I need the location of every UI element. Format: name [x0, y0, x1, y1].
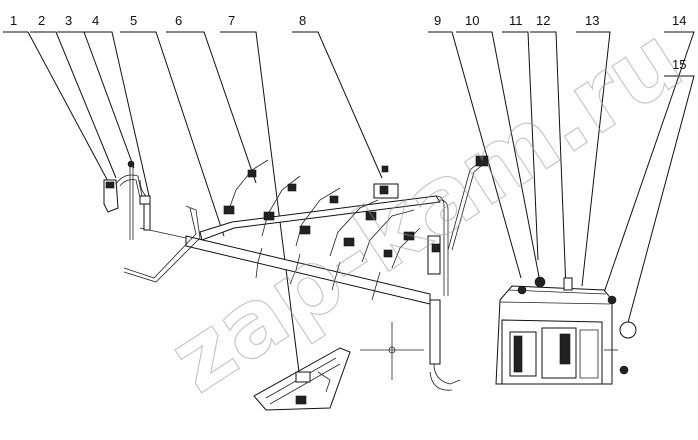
- branch-wires: [223, 155, 489, 301]
- callout-7: 7: [228, 13, 235, 28]
- ecu-unit: [495, 276, 637, 385]
- connector: [247, 169, 257, 178]
- sensor-cap: [105, 181, 115, 189]
- bracket-7: [253, 347, 351, 411]
- clip-4: [139, 195, 151, 205]
- fastener: [517, 285, 527, 295]
- connector: [365, 211, 377, 221]
- cap-15: [619, 321, 637, 339]
- connector: [403, 231, 415, 241]
- callout-12: 12: [536, 13, 550, 28]
- leader-lines: [3, 31, 695, 381]
- connector: [299, 225, 311, 235]
- connector: [329, 195, 339, 204]
- connector-cap: [381, 165, 389, 173]
- ecu-socket: [513, 335, 523, 373]
- rod-head: [127, 160, 135, 168]
- connector: [287, 183, 297, 192]
- left-components: [103, 160, 151, 240]
- fastener-11: [534, 276, 546, 288]
- connector: [383, 249, 393, 258]
- fastener: [619, 365, 629, 375]
- callout-labels: 1 2 3 4 5 6 7 8 9 10 11 12 13 14 15: [10, 13, 686, 72]
- callout-6: 6: [175, 13, 182, 28]
- callout-9: 9: [434, 13, 441, 28]
- connector-9: [475, 155, 489, 167]
- callout-15: 15: [672, 57, 686, 72]
- callout-11: 11: [509, 13, 523, 28]
- callout-10: 10: [465, 13, 479, 28]
- callout-1: 1: [10, 13, 17, 28]
- connector: [343, 237, 355, 247]
- callout-14: 14: [672, 13, 686, 28]
- callout-3: 3: [65, 13, 72, 28]
- connector-pin: [379, 185, 389, 195]
- bracket-clip: [295, 395, 307, 405]
- wiring-harness: [123, 159, 487, 391]
- callout-13: 13: [585, 13, 599, 28]
- callout-4: 4: [92, 13, 99, 28]
- connector: [223, 205, 235, 215]
- callout-8: 8: [299, 13, 306, 28]
- connector: [431, 243, 441, 253]
- crosshair-symbol: [360, 322, 424, 380]
- connector: [263, 211, 275, 221]
- ecu-socket: [559, 333, 571, 365]
- fastener-14: [607, 295, 617, 305]
- bolt-12: [563, 277, 573, 291]
- callout-5: 5: [130, 13, 137, 28]
- callout-2: 2: [38, 13, 45, 28]
